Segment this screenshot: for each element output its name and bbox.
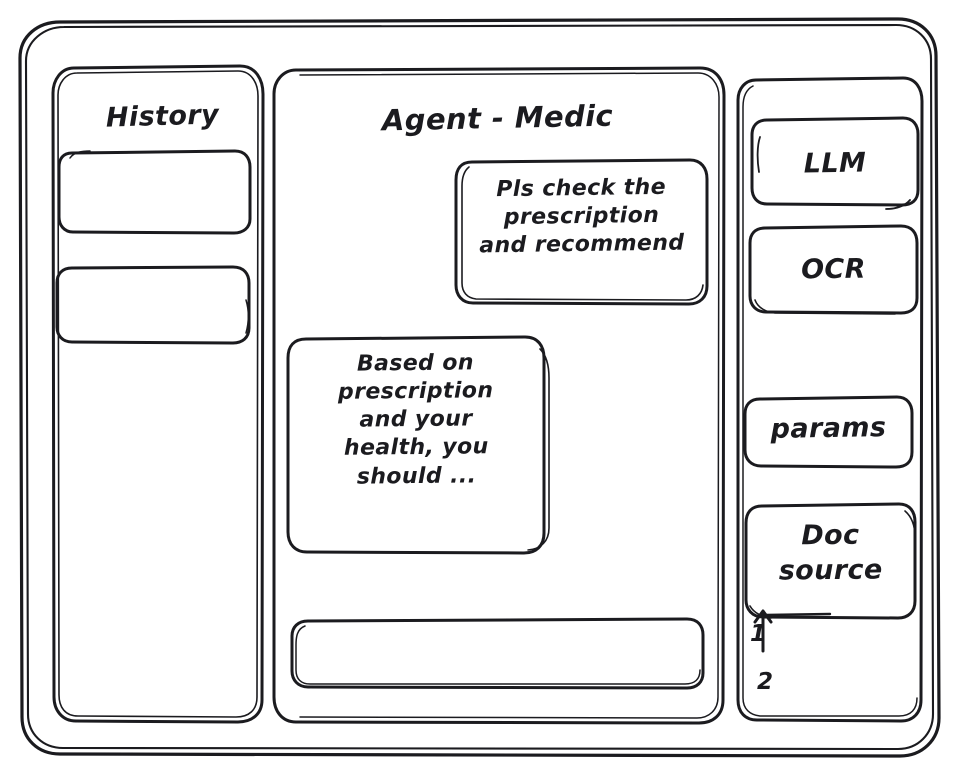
user-message-text: Pls check the prescription and recommend	[479, 174, 685, 259]
assistant-message-text: Based on prescription and your health, y…	[337, 350, 494, 490]
history-item-1[interactable]	[59, 151, 250, 233]
history-panel-title: History	[105, 99, 220, 134]
history-item-2[interactable]	[57, 267, 249, 343]
doc-source-item-2[interactable]: 2	[757, 669, 774, 695]
message-input[interactable]	[292, 619, 703, 688]
doc-source-item-1[interactable]: 1	[750, 621, 767, 647]
doc-source-box-label: Doc source	[778, 519, 883, 587]
chat-panel-title: Agent - Medic	[381, 98, 614, 138]
params-box-label: params	[770, 412, 887, 445]
ocr-box-label: OCR	[800, 253, 867, 286]
llm-box-label: LLM	[803, 147, 867, 180]
